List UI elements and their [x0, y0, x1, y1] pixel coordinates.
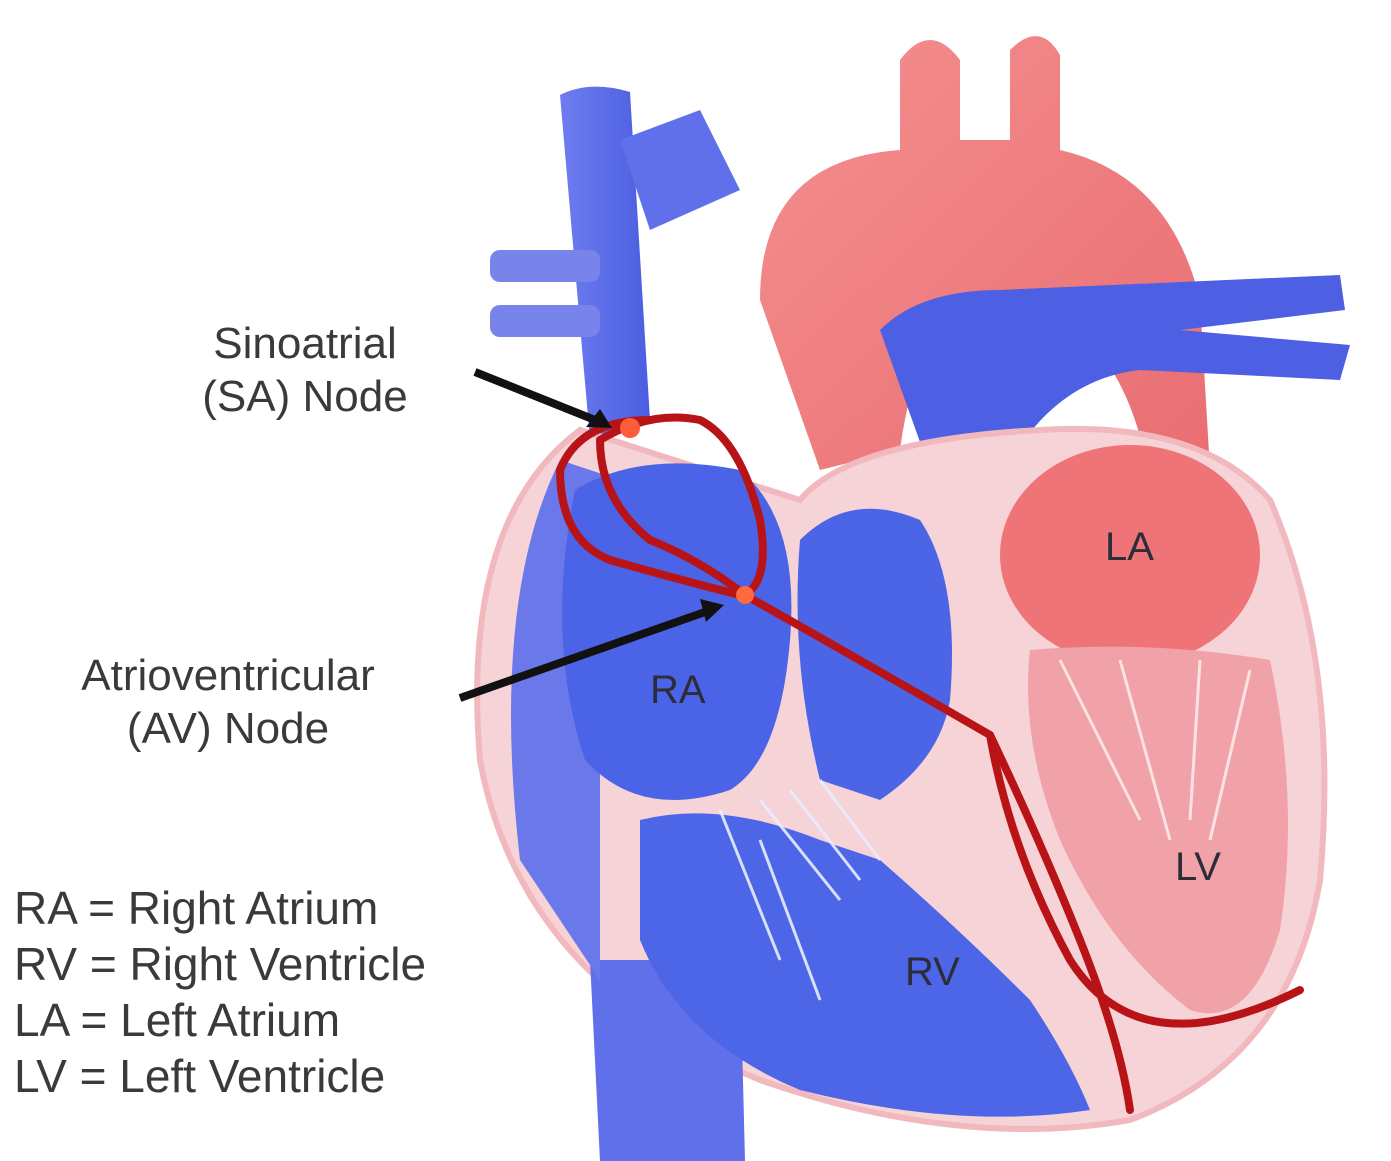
vena-cava-branch — [620, 110, 740, 230]
av-node-label-line1: Atrioventricular — [18, 650, 438, 703]
sa-node-label-line2: (SA) Node — [160, 371, 450, 424]
legend: RA = Right Atrium RV = Right Ventricle L… — [14, 880, 426, 1104]
left-atrium-label: LA — [1105, 525, 1154, 570]
av-node-label-line2: (AV) Node — [18, 703, 438, 756]
av-node-label: Atrioventricular (AV) Node — [18, 650, 438, 756]
left-ventricle-label: LV — [1175, 845, 1221, 890]
sa-node-label-line1: Sinoatrial — [160, 318, 450, 371]
sa-node-label: Sinoatrial (SA) Node — [160, 318, 450, 424]
legend-item-lv: LV = Left Ventricle — [14, 1048, 426, 1104]
right-atrium-label: RA — [650, 668, 706, 713]
pulmonary-vein-lower — [490, 305, 600, 337]
av-node — [736, 586, 754, 604]
right-ventricle-label: RV — [905, 950, 960, 995]
legend-item-la: LA = Left Atrium — [14, 992, 426, 1048]
legend-item-ra: RA = Right Atrium — [14, 880, 426, 936]
sa-node — [620, 418, 640, 438]
pulmonary-vein-upper — [490, 250, 600, 282]
legend-item-rv: RV = Right Ventricle — [14, 936, 426, 992]
